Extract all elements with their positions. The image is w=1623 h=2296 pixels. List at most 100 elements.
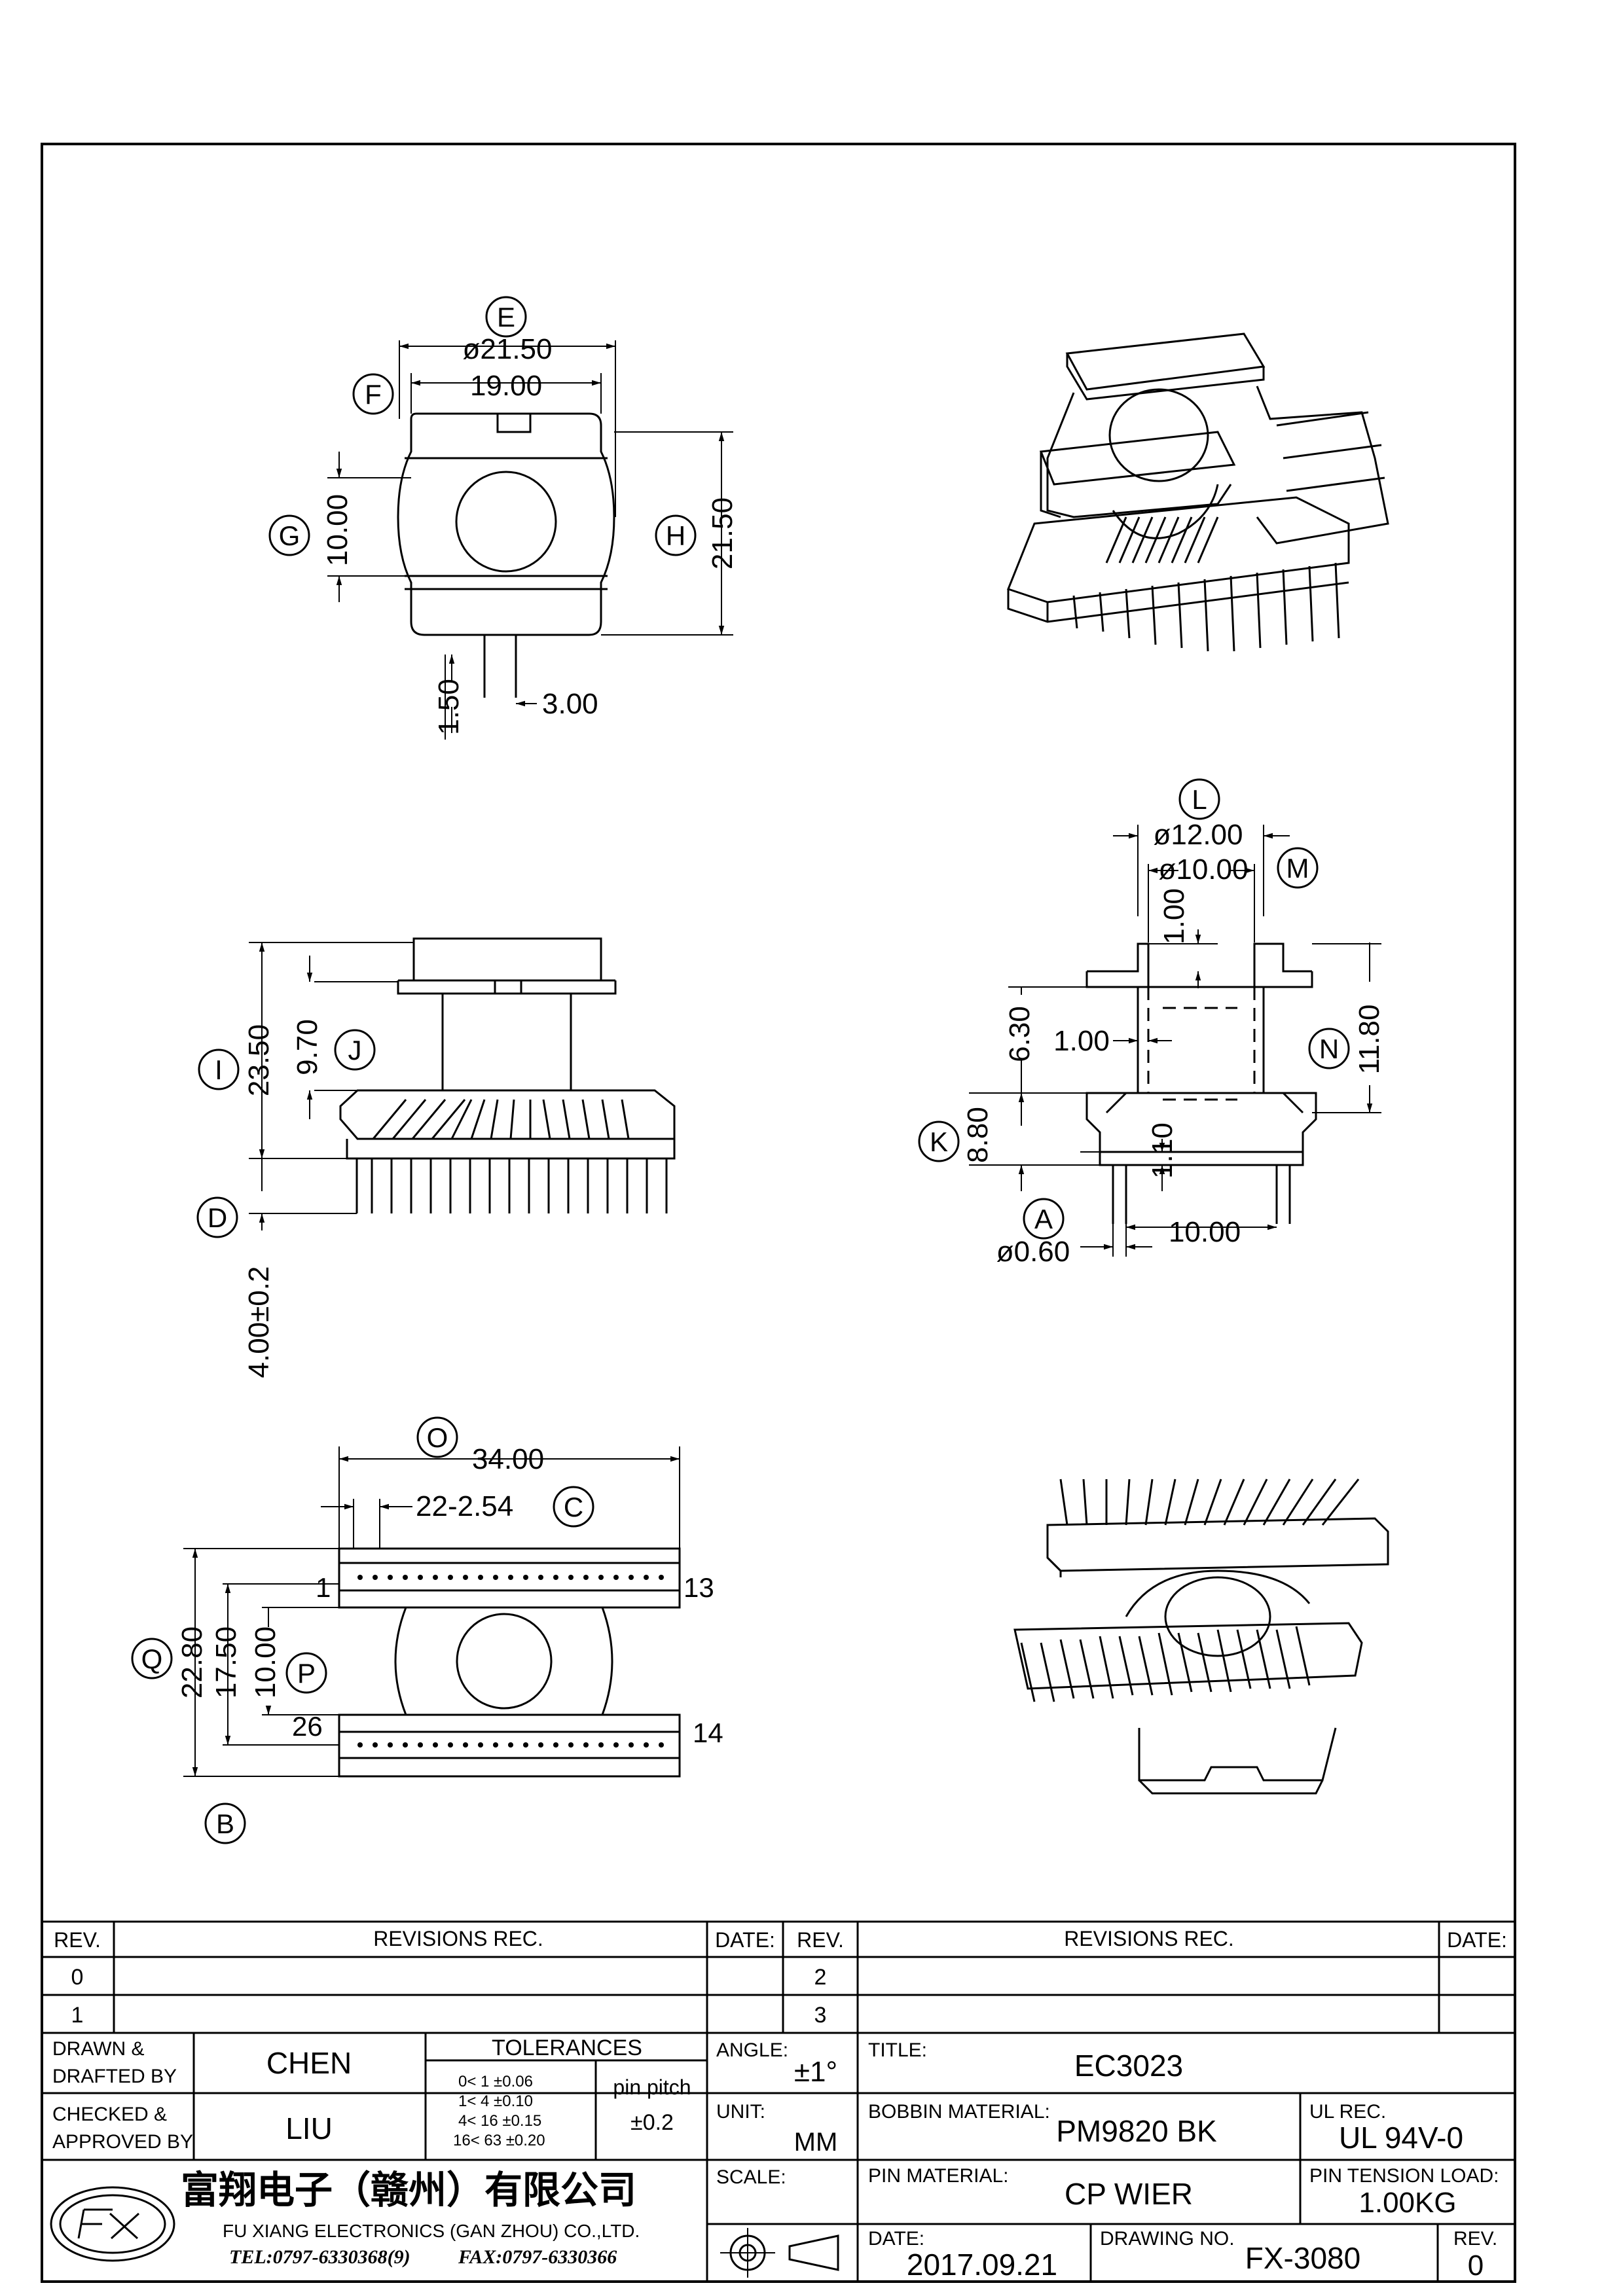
label-k-circle xyxy=(918,1121,960,1162)
rev-label: REV. xyxy=(1453,2228,1497,2250)
projection-symbol xyxy=(707,2223,858,2278)
company-fax: FAX:0797-6330366 xyxy=(458,2246,617,2268)
dim-slot-height: 1.50 xyxy=(433,679,465,735)
label-g: G xyxy=(279,520,301,551)
dim-k: 8.80 xyxy=(962,1107,994,1163)
label-f-circle xyxy=(352,373,394,415)
pin-pitch-label: pin pitch xyxy=(613,2075,691,2099)
pin-number-26: 26 xyxy=(292,1711,323,1742)
dim-m: ø10.00 xyxy=(1159,853,1249,886)
company-name-en: FU XIANG ELECTRONICS (GAN ZHOU) CO.,LTD. xyxy=(223,2221,640,2241)
label-l-circle xyxy=(1178,778,1220,820)
dim-n: 11.80 xyxy=(1353,1005,1385,1075)
dim-pin-span: 10.00 xyxy=(1169,1216,1241,1248)
date-header-right: DATE: xyxy=(1447,1928,1507,1952)
sheet-border xyxy=(41,143,1516,2283)
checked-label-line2: APPROVED BY xyxy=(52,2131,193,2153)
label-n: N xyxy=(1319,1033,1339,1064)
rev-header-left: REV. xyxy=(54,1928,101,1952)
pin-holes-bottom-row xyxy=(357,1742,664,1748)
rev-row-1: 1 xyxy=(71,2003,84,2028)
rev-header-right: REV. xyxy=(797,1928,844,1952)
pin-number-14: 14 xyxy=(693,1717,723,1748)
label-j: J xyxy=(348,1035,362,1066)
dim-a: ø0.60 xyxy=(996,1236,1070,1268)
date-value: 2017.09.21 xyxy=(907,2248,1057,2282)
dim-h: 21.50 xyxy=(706,497,739,569)
dim-j: 9.70 xyxy=(291,1019,323,1075)
pin-tension-value: 1.00KG xyxy=(1359,2187,1456,2219)
dim-o: 34.00 xyxy=(472,1443,544,1475)
bobbin-value: PM9820 BK xyxy=(1056,2114,1217,2148)
label-p-circle xyxy=(285,1652,327,1694)
label-i-circle xyxy=(198,1049,240,1090)
pin-holes-top-row xyxy=(357,1575,664,1580)
dim-wall: 1.00 xyxy=(1053,1025,1110,1057)
label-o: O xyxy=(427,1422,448,1453)
label-q: Q xyxy=(141,1643,163,1674)
dim-top-flange: 1.00 xyxy=(1158,888,1190,944)
dim-10: 10.00 xyxy=(249,1626,282,1698)
section-view xyxy=(969,825,1381,1257)
date-header-left: DATE: xyxy=(715,1928,775,1952)
tolerance-row-4: 16< 63 ±0.20 xyxy=(453,2132,545,2149)
label-o-circle xyxy=(416,1416,458,1458)
drawn-name: CHEN xyxy=(266,2046,352,2080)
revisions-header-right: REVISIONS REC. xyxy=(1064,1927,1234,1950)
pin-number-1: 1 xyxy=(316,1572,331,1603)
front-view xyxy=(249,937,676,1230)
dim-17: 17.50 xyxy=(210,1626,242,1698)
isometric-view-bottom xyxy=(1013,1479,1389,1795)
dim-l: ø12.00 xyxy=(1154,819,1243,851)
label-d-circle xyxy=(196,1196,238,1238)
label-q-circle xyxy=(131,1638,173,1679)
tolerances-title: TOLERANCES xyxy=(492,2036,642,2060)
checked-name: LIU xyxy=(285,2111,333,2145)
dim-core-depth: 6.30 xyxy=(1004,1006,1036,1062)
unit-label: UNIT: xyxy=(716,2101,765,2123)
label-l: L xyxy=(1192,784,1207,815)
revisions-header-left: REVISIONS REC. xyxy=(373,1927,543,1950)
dim-e: ø21.50 xyxy=(463,333,553,365)
label-a-circle xyxy=(1023,1198,1065,1240)
label-p: P xyxy=(297,1658,316,1689)
label-e-circle xyxy=(485,296,527,338)
top-view xyxy=(327,340,733,740)
dim-i: 23.50 xyxy=(243,1024,275,1096)
label-m-circle xyxy=(1277,847,1319,889)
fx-logo xyxy=(50,2186,175,2262)
tolerance-row-2: 1< 4 ±0.10 xyxy=(458,2092,533,2110)
label-g-circle xyxy=(268,514,310,556)
label-m: M xyxy=(1286,853,1309,884)
isometric-view-top xyxy=(1007,332,1389,652)
company-name-cn: 富翔电子（赣州）有限公司 xyxy=(181,2168,636,2212)
tolerance-row-1: 0< 1 ±0.06 xyxy=(458,2073,533,2090)
title-value: EC3023 xyxy=(1074,2049,1183,2083)
tolerance-row-3: 4< 16 ±0.15 xyxy=(458,2112,541,2130)
dim-g: 10.00 xyxy=(321,494,354,566)
label-e: E xyxy=(497,302,515,332)
label-n-circle xyxy=(1308,1028,1350,1069)
label-b-circle xyxy=(204,1803,246,1844)
label-f: F xyxy=(365,379,382,410)
label-h-circle xyxy=(655,514,697,556)
unit-value: MM xyxy=(794,2128,838,2157)
bottom-view xyxy=(183,1446,681,1778)
label-k: K xyxy=(930,1126,948,1157)
rev-row-3: 3 xyxy=(814,2003,827,2028)
label-h: H xyxy=(666,520,685,551)
drawn-label-line2: DRAFTED BY xyxy=(52,2066,177,2087)
pin-pitch-value: ±0.2 xyxy=(630,2110,674,2135)
title-label: TITLE: xyxy=(868,2039,927,2061)
angle-value: ±1° xyxy=(794,2056,837,2088)
dim-base: 1.10 xyxy=(1146,1122,1178,1179)
drawing-no-value: FX-3080 xyxy=(1245,2241,1360,2275)
scale-label: SCALE: xyxy=(716,2166,786,2188)
drawn-label-line1: DRAWN & xyxy=(52,2038,145,2060)
pin-material-label: PIN MATERIAL: xyxy=(868,2165,1008,2187)
label-c: C xyxy=(564,1492,583,1522)
angle-label: ANGLE: xyxy=(716,2039,788,2061)
label-b: B xyxy=(216,1808,234,1839)
date-label: DATE: xyxy=(868,2228,924,2250)
pin-number-13: 13 xyxy=(684,1572,714,1603)
